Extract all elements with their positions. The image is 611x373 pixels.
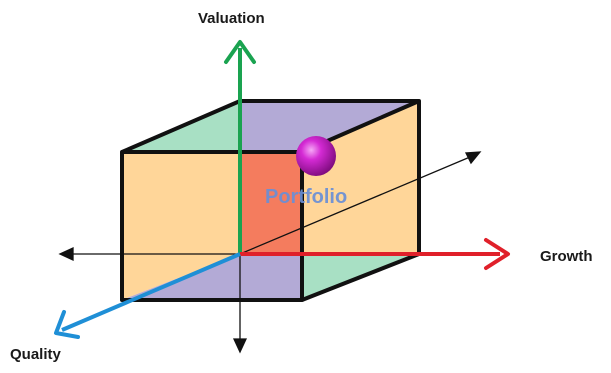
cube-top-right-face xyxy=(240,101,419,152)
growth-axis xyxy=(240,238,510,270)
portfolio-marker-icon xyxy=(296,136,336,176)
cube-bottom-left-face xyxy=(122,254,302,300)
valuation-axis-label: Valuation xyxy=(198,10,265,27)
cube-inner-panel xyxy=(240,152,302,254)
quality-axis xyxy=(54,252,241,339)
growth-axis-label: Growth xyxy=(540,248,593,265)
cube-left-face xyxy=(122,152,240,300)
valuation-axis xyxy=(224,40,256,254)
plain-axes xyxy=(58,151,482,354)
quality-axis-label: Quality xyxy=(10,346,61,363)
portfolio-label: Portfolio xyxy=(265,186,348,208)
